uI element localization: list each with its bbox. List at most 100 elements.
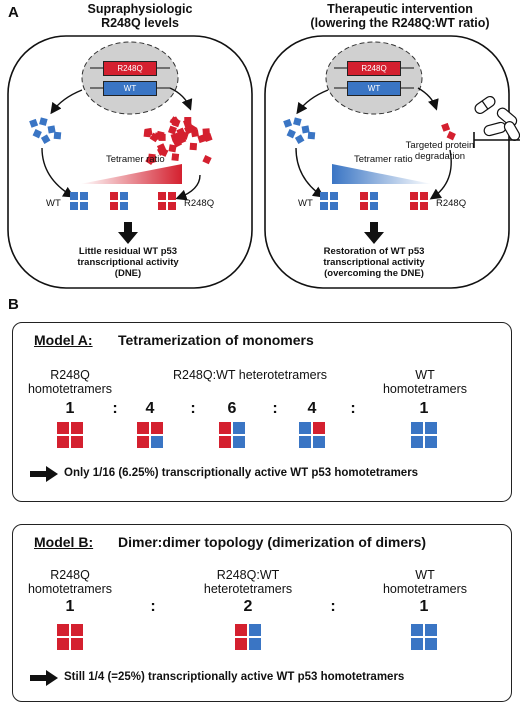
mutant-monomer: [187, 124, 198, 135]
right-title-line2: (lowering the R248Q:WT ratio): [310, 16, 490, 30]
model-a-ratio-5: 1: [419, 400, 429, 417]
mutant-monomer: [171, 118, 181, 128]
left-cell-title: Supraphysiologic R248Q levels: [60, 2, 220, 30]
right-arrow-to-mut-tetra: [429, 149, 452, 200]
left-wt-label: WT: [46, 198, 61, 209]
right-cell: [264, 35, 510, 289]
left-wt-gene: WT: [103, 81, 157, 96]
model-a-title: Tetramerization of monomers: [118, 332, 314, 348]
panel-a-letter: A: [8, 4, 19, 21]
left-arrow-mut: [169, 87, 193, 111]
model-b-tetramer-wt: [411, 624, 437, 650]
model-b-ratio-2: 2: [243, 598, 253, 615]
model-a-header-right-1: WT: [415, 368, 435, 382]
left-mut-tetramer: [158, 192, 176, 210]
right-ratio-triangle: [332, 164, 432, 184]
model-a-header-right-2: homotetramers: [382, 382, 468, 396]
right-result-arrow: [364, 222, 384, 244]
mutant-monomer: [167, 125, 177, 135]
model-a-arrow-icon: [30, 466, 58, 482]
right-r248q-gene: R248Q: [347, 61, 401, 76]
right-mut-tetramer: [410, 192, 428, 210]
model-b-tetramer-hetero: [235, 624, 261, 650]
right-arrow-wt: [296, 89, 329, 115]
right-ratio-label: Tetramer ratio: [354, 154, 413, 165]
model-b-ratio-3: 1: [419, 598, 429, 615]
model-b-header-mid: R248Q:WT heterotetramers: [188, 568, 308, 596]
right-wt-label: WT: [298, 198, 313, 209]
model-b-header-left-1: R248Q: [50, 568, 90, 582]
model-b-header-mid-2: heterotetramers: [203, 582, 293, 596]
right-arrow-to-wt-tetra: [295, 147, 325, 198]
model-b-arrow-icon: [30, 670, 58, 686]
left-hetero-tetramer: [110, 192, 128, 210]
left-result-line3: (DNE): [114, 268, 142, 279]
mutant-monomer: [197, 134, 207, 144]
left-arrow-to-mut-tetra: [175, 174, 201, 201]
model-a-tetramer-mut: [57, 422, 83, 448]
mutant-monomer: [189, 142, 198, 151]
model-b-title: Dimer:dimer topology (dimerization of di…: [118, 534, 427, 550]
degradation-line2: degradation: [414, 151, 466, 162]
model-b-separator: :: [330, 598, 336, 615]
left-arrow-wt: [50, 89, 83, 115]
mutant-monomer: [170, 132, 180, 142]
model-a-header-left-2: homotetramers: [27, 382, 113, 396]
model-b-conclusion: Still 1/4 (=25%) transcriptionally activ…: [64, 671, 405, 683]
model-b-tetramer-mut: [57, 624, 83, 650]
right-wt-monomers: [283, 117, 316, 144]
model-a-ratio-1: 1: [65, 400, 75, 417]
model-a-header-left-1: R248Q: [50, 368, 90, 382]
left-title-line1: Supraphysiologic: [87, 2, 193, 16]
model-b-box: [12, 524, 512, 702]
left-mut-monomers: [143, 116, 213, 166]
right-nucleus: [325, 41, 423, 115]
right-result-line2: transcriptional activity: [323, 257, 425, 268]
mutant-monomer: [179, 131, 189, 140]
left-r248q-gene: R248Q: [103, 61, 157, 76]
model-b-header-mid-1: R248Q:WT: [216, 568, 280, 582]
left-result-text: Little residual WT p53 transcriptional a…: [58, 246, 198, 279]
pills-icon: [474, 95, 520, 141]
model-a-ratio-2: 4: [145, 400, 155, 417]
model-b-name: Model B:: [34, 534, 94, 550]
model-a-separator: :: [112, 400, 118, 417]
left-wt-monomers: [29, 117, 62, 144]
right-wt-tetramer: [320, 192, 338, 210]
mutant-monomer: [159, 147, 169, 157]
model-a-ratio-4: 4: [307, 400, 317, 417]
model-a-ratio-3: 6: [227, 400, 237, 417]
left-r248q-label: R248Q: [184, 198, 215, 209]
mutant-monomer: [168, 144, 177, 153]
right-hetero-tetramer: [360, 192, 378, 210]
left-ratio-triangle: [80, 164, 182, 184]
model-a-box: [12, 322, 512, 502]
right-mut-monomers: [441, 122, 456, 141]
left-title-line2: R248Q levels: [101, 16, 179, 30]
mutant-monomer: [143, 129, 152, 138]
model-a-header-mid: R248Q:WT heterotetramers: [173, 368, 327, 382]
right-title-line1: Therapeutic intervention: [327, 2, 473, 16]
mutant-monomer: [202, 128, 210, 136]
model-a-separator: :: [350, 400, 356, 417]
model-b-separator: :: [150, 598, 156, 615]
model-b-header-right-2: homotetramers: [382, 582, 468, 596]
left-cell: [7, 35, 253, 289]
model-b-header-left-2: homotetramers: [27, 582, 113, 596]
right-degradation-label: Targeted protein degradation: [400, 140, 480, 162]
left-nucleus: [81, 41, 179, 115]
model-a-tetramer-3wt: [299, 422, 325, 448]
model-a-tetramer-1wt: [137, 422, 163, 448]
mutant-monomer: [202, 154, 212, 165]
right-arrow-mut: [417, 87, 439, 111]
mutant-monomer: [147, 155, 157, 165]
model-a-tetramer-2wt: [219, 422, 245, 448]
model-b-ratio-1: 1: [65, 598, 75, 615]
model-a-name: Model A:: [34, 332, 93, 348]
model-a-header-left: R248Q homotetramers: [20, 368, 120, 396]
mutant-monomer: [183, 118, 192, 128]
model-a-tetramer-wt: [411, 422, 437, 448]
left-result-arrow: [118, 222, 138, 244]
model-a-header-right: WT homotetramers: [370, 368, 480, 396]
right-r248q-label: R248Q: [436, 198, 467, 209]
